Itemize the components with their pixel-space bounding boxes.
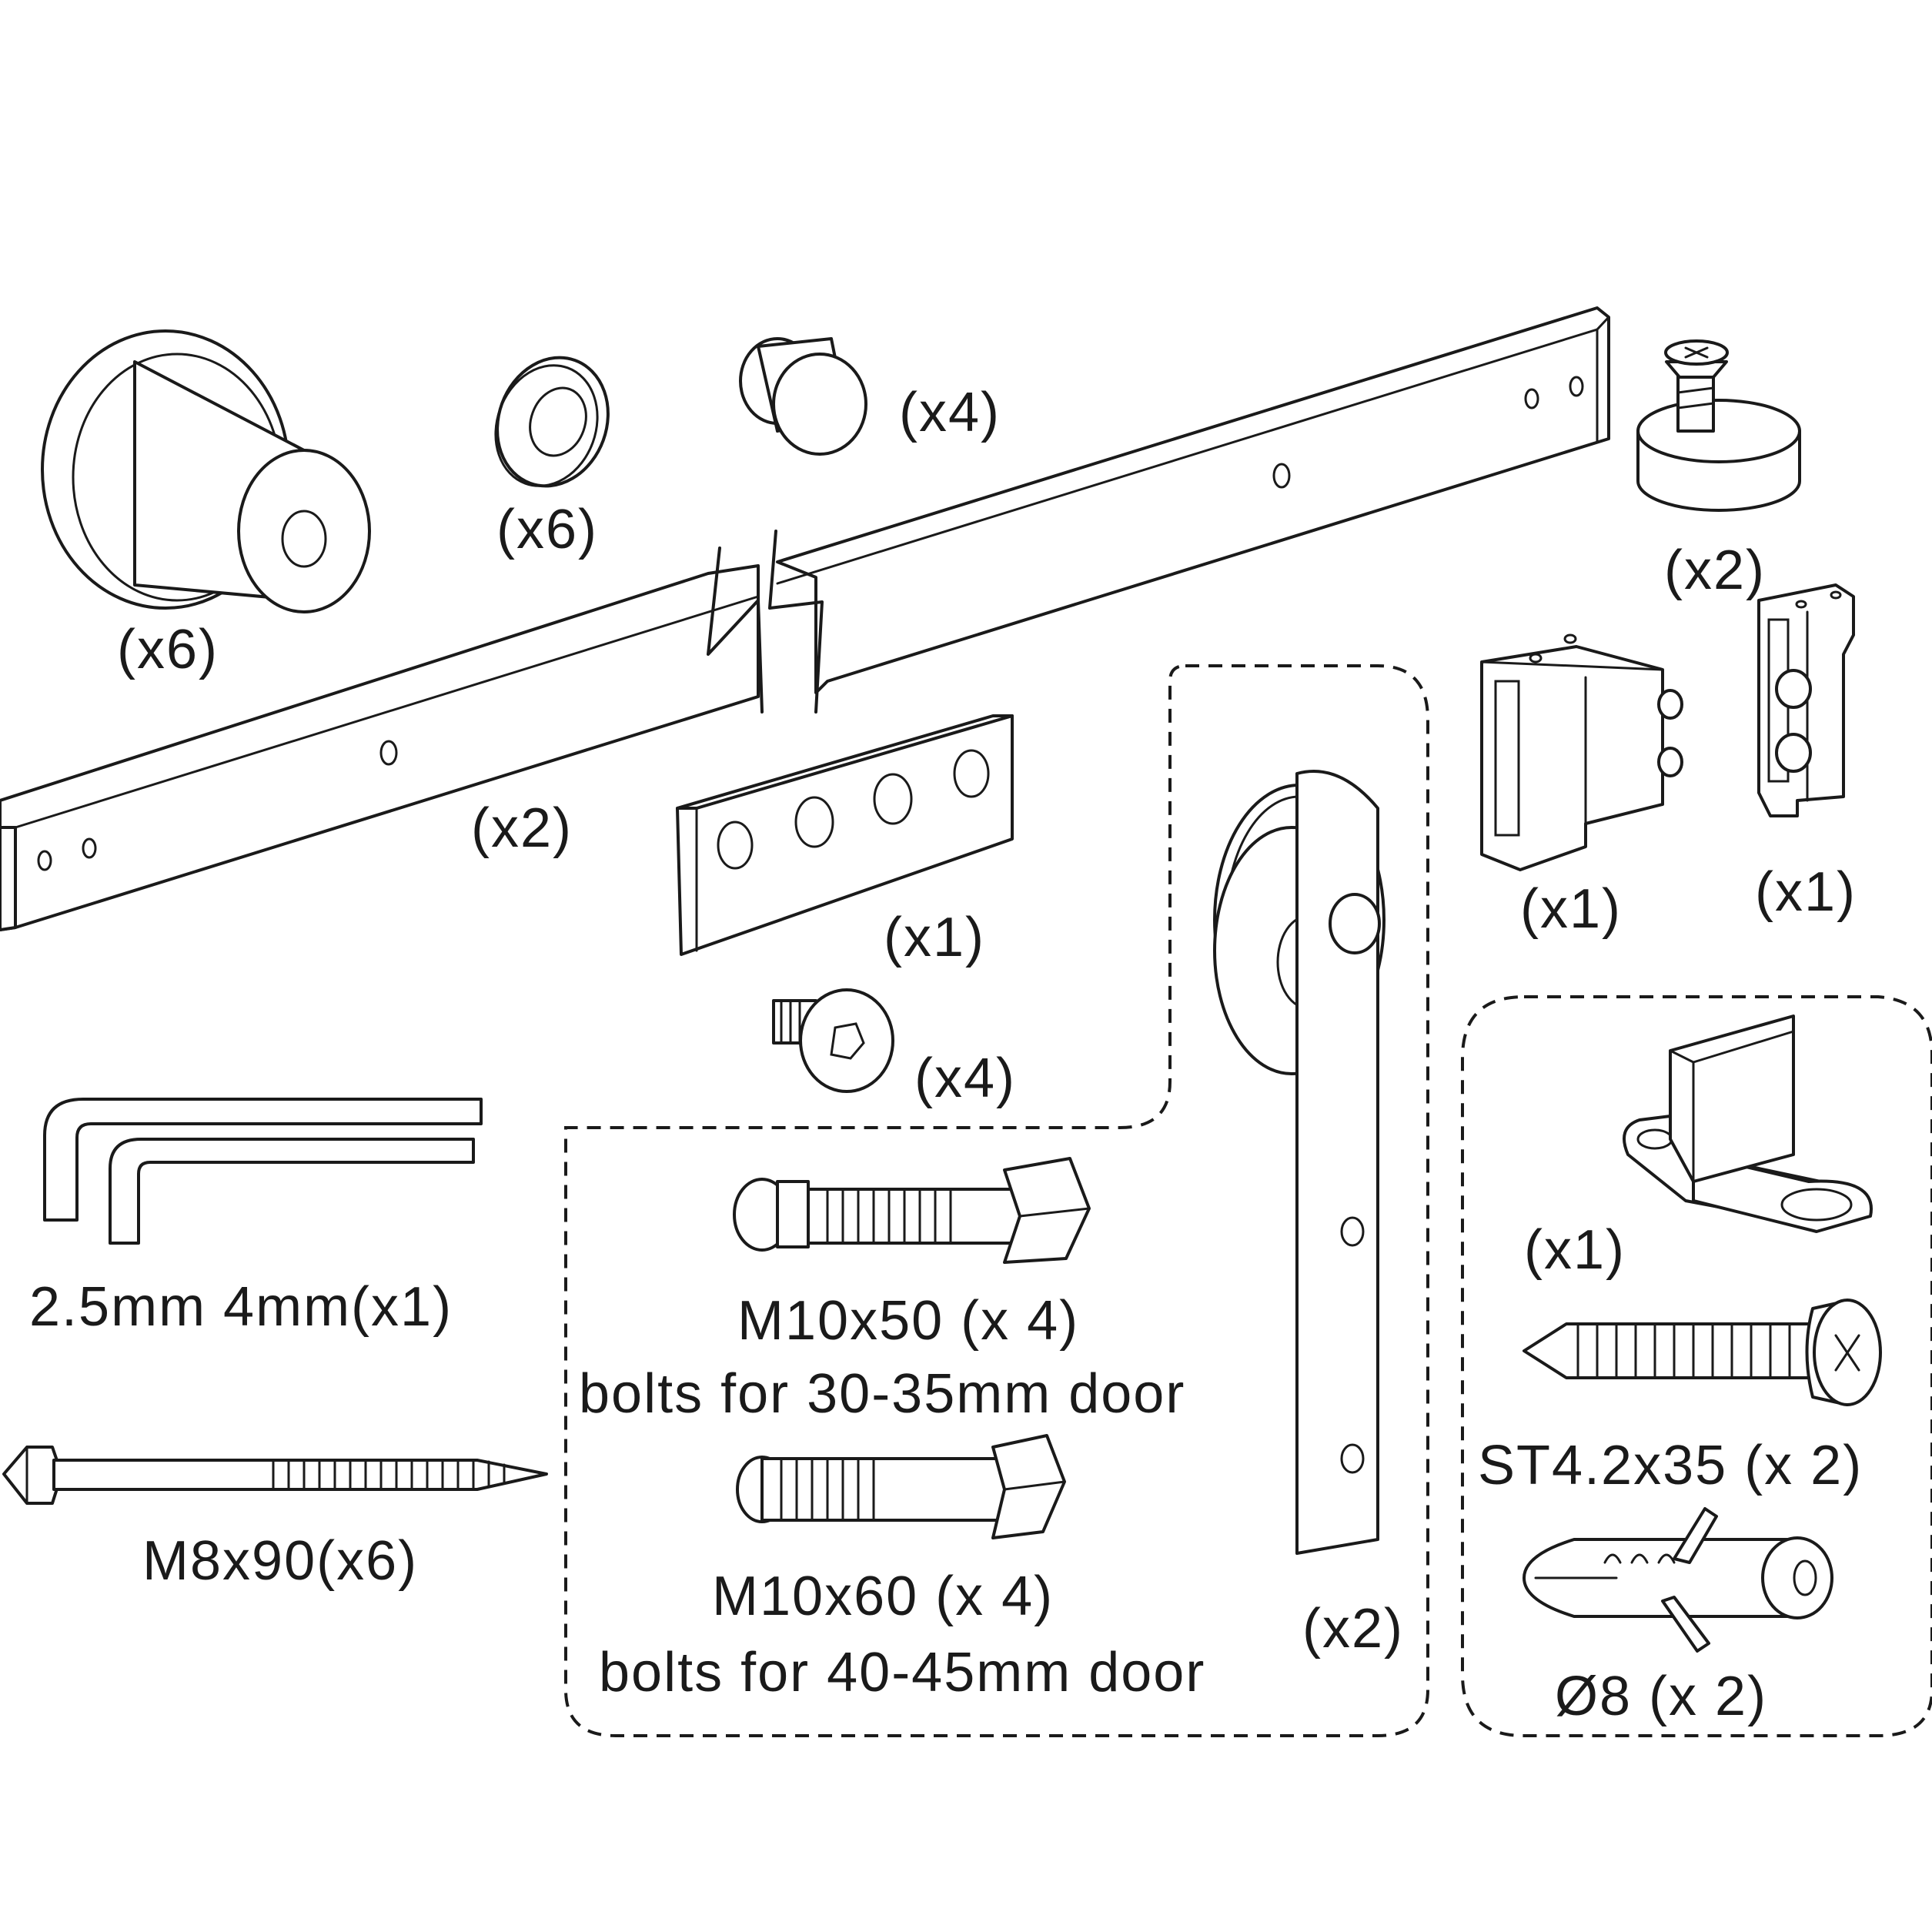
floor-guide-icon <box>1623 1014 1873 1233</box>
wood-screw-label: ST4.2x35 (x 2) <box>1478 1435 1863 1496</box>
track-rail-icon <box>0 306 1610 931</box>
stopper-qty: (x2) <box>1664 540 1766 601</box>
bolt-long-desc: bolts for 40-45mm door <box>599 1642 1205 1703</box>
anti-jump-right-qty: (x1) <box>1755 861 1857 923</box>
hex-key-icon <box>43 1098 483 1245</box>
anti-jump-left-qty: (x1) <box>1520 878 1622 940</box>
bolt-short-label: M10x50 (x 4) <box>737 1290 1079 1352</box>
hex-socket-screw-icon <box>772 988 894 1093</box>
hanger-qty: (x2) <box>1302 1598 1404 1660</box>
stopper-icon <box>1636 339 1801 512</box>
door-bolts-group-outline <box>564 664 1429 1737</box>
hex-keys-label: 2.5mm 4mm(x1) <box>29 1276 453 1338</box>
track-rail-qty: (x2) <box>471 797 573 859</box>
washer-qty: (x6) <box>496 499 598 560</box>
lag-screw-icon <box>2 1446 548 1505</box>
splice-plate-icon <box>676 714 1014 956</box>
washer-icon <box>494 356 610 488</box>
spacer-qty: (x6) <box>117 619 219 680</box>
floor-guide-qty: (x1) <box>1524 1219 1626 1281</box>
hex-bolt-short-icon <box>733 1157 1091 1264</box>
anchor-label: Ø8 (x 2) <box>1555 1666 1767 1727</box>
wall-anchor-icon <box>1523 1507 1833 1653</box>
bolt-short-desc: bolts for 30-35mm door <box>579 1363 1185 1425</box>
cap-nut-qty: (x4) <box>899 382 1001 443</box>
floor-guide-group-outline <box>1461 995 1932 1737</box>
lag-screw-label: M8x90(x6) <box>142 1530 418 1592</box>
anti-jump-block-left-icon <box>1480 633 1683 871</box>
spacer-icon <box>41 329 371 613</box>
bolt-long-label: M10x60 (x 4) <box>712 1566 1054 1627</box>
hex-bolt-long-icon <box>736 1434 1066 1539</box>
splice-plate-qty: (x1) <box>884 907 985 968</box>
self-tapping-screw-icon <box>1523 1299 1882 1406</box>
cap-nut-icon <box>739 337 867 456</box>
splice-screw-qty: (x4) <box>914 1048 1016 1109</box>
roller-hanger-icon <box>1213 770 1385 1555</box>
anti-jump-block-right-icon <box>1757 583 1855 817</box>
